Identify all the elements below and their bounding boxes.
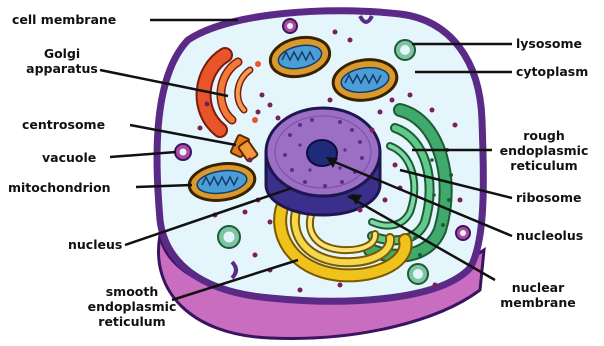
label-smooth-er-line1: smooth [82, 284, 182, 299]
label-smooth-er-line2: endoplasmic [82, 299, 182, 314]
label-rough-er-line1: rough [492, 128, 596, 143]
label-lysosome: lysosome [516, 36, 582, 51]
label-mitochondrion: mitochondrion [8, 180, 111, 195]
label-golgi-line1: Golgi [22, 46, 102, 61]
label-rough-er-line2: endoplasmic [492, 143, 596, 158]
label-nuclear-membrane-line1: nuclear [490, 280, 586, 295]
label-rough-er: rough endoplasmic reticulum [492, 128, 596, 173]
label-vacuole: vacuole [42, 150, 96, 165]
label-nucleolus: nucleolus [516, 228, 583, 243]
label-centrosome: centrosome [22, 117, 105, 132]
label-rough-er-line3: reticulum [492, 158, 596, 173]
vacuole-shape [283, 19, 297, 33]
label-ribosome: ribosome [516, 190, 582, 205]
label-smooth-er: smooth endoplasmic reticulum [82, 284, 182, 329]
label-golgi-apparatus: Golgi apparatus [22, 46, 102, 76]
label-cytoplasm: cytoplasm [516, 64, 588, 79]
label-golgi-line2: apparatus [22, 61, 102, 76]
label-smooth-er-line3: reticulum [82, 314, 182, 329]
lysosome-shape [408, 264, 428, 284]
label-cell-membrane: cell membrane [12, 12, 116, 27]
label-nucleus: nucleus [68, 237, 122, 252]
label-nuclear-membrane: nuclear membrane [490, 280, 586, 310]
vacuole-shape [456, 226, 470, 240]
vacuole-shape [175, 144, 191, 160]
label-nuclear-membrane-line2: membrane [490, 295, 586, 310]
lysosome-shape [218, 226, 240, 248]
nucleus [266, 108, 380, 215]
